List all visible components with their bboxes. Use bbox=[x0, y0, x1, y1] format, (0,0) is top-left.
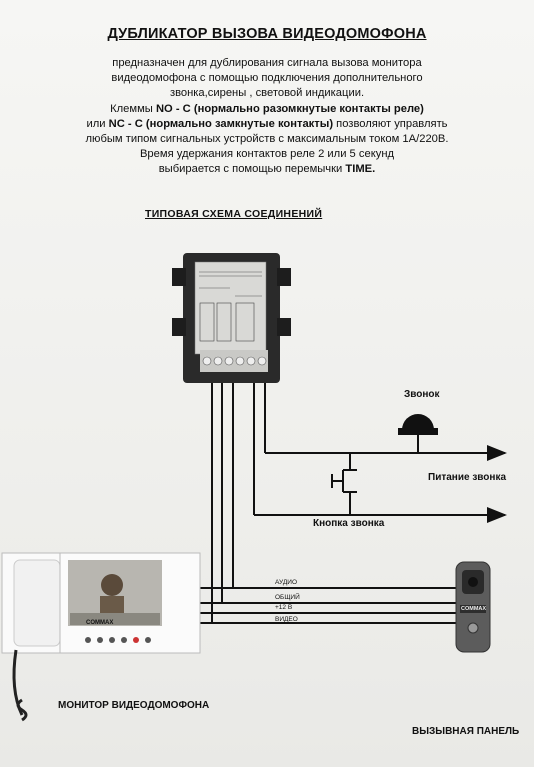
bell-icon bbox=[398, 414, 438, 435]
text-fragment: или bbox=[86, 117, 109, 130]
monitor-label: МОНИТОР ВИДЕОДОМОФОНА bbox=[58, 700, 210, 711]
wire-label-plus12: +12 В bbox=[275, 604, 293, 611]
text-fragment: позволяют управлять bbox=[333, 117, 448, 130]
contacts-no-c: NO - C (нормально разомкнутые контакты р… bbox=[155, 102, 424, 115]
bell-button-label: Кнопка звонка bbox=[313, 518, 385, 529]
panel-label: ВЫЗЫВНАЯ ПАНЕЛЬ bbox=[412, 726, 520, 737]
description-line: видеодомофона с помощью подключения допо… bbox=[111, 72, 423, 85]
wire-label-audio: АУДИО bbox=[275, 579, 298, 586]
duplicator-module bbox=[172, 253, 291, 383]
jumper-time: TIME. bbox=[345, 163, 376, 176]
description-line: или NC - C (нормально замкнутые контакты… bbox=[20, 117, 514, 132]
description-line: выбирается с помощью перемычки TIME. bbox=[20, 162, 514, 177]
description-paragraph: предназначен для дублирования сигнала вы… bbox=[20, 56, 514, 178]
document-title: ДУБЛИКАТОР ВЫЗОВА ВИДЕОДОМОФОНА bbox=[107, 26, 427, 42]
description-line: Клеммы NO - C (нормально разомкнутые кон… bbox=[20, 102, 514, 117]
schema-title: ТИПОВАЯ СХЕМА СОЕДИНЕНИЙ bbox=[145, 208, 323, 220]
monitor-brand: COMMAX bbox=[86, 620, 114, 626]
description-line: любым типом сигнальных устройств с макси… bbox=[85, 133, 449, 146]
description-line: Время удержания контактов реле 2 или 5 с… bbox=[139, 148, 395, 161]
panel-brand: COMMAX bbox=[461, 606, 487, 612]
module-wires bbox=[211, 383, 266, 623]
monitor-device bbox=[1, 552, 201, 722]
text-fragment: выбирается с помощью перемычки bbox=[158, 163, 346, 176]
text-fragment: Клеммы bbox=[110, 102, 156, 115]
description-line: предназначен для дублирования сигнала вы… bbox=[112, 57, 422, 69]
wire-label-video: ВИДЕО bbox=[275, 616, 298, 623]
call-panel-device bbox=[455, 561, 491, 653]
intercom-wires bbox=[200, 587, 460, 624]
push-button-icon bbox=[331, 469, 357, 493]
bell-power-label: Питание звонка bbox=[428, 472, 507, 483]
contacts-nc-c: NC - C (нормально замкнутые контакты) bbox=[108, 117, 334, 130]
wire-label-common: ОБЩИЙ bbox=[275, 594, 300, 601]
bell-label: Звонок bbox=[404, 389, 440, 400]
description-line: звонка,сирены , световой индикации. bbox=[169, 87, 365, 100]
